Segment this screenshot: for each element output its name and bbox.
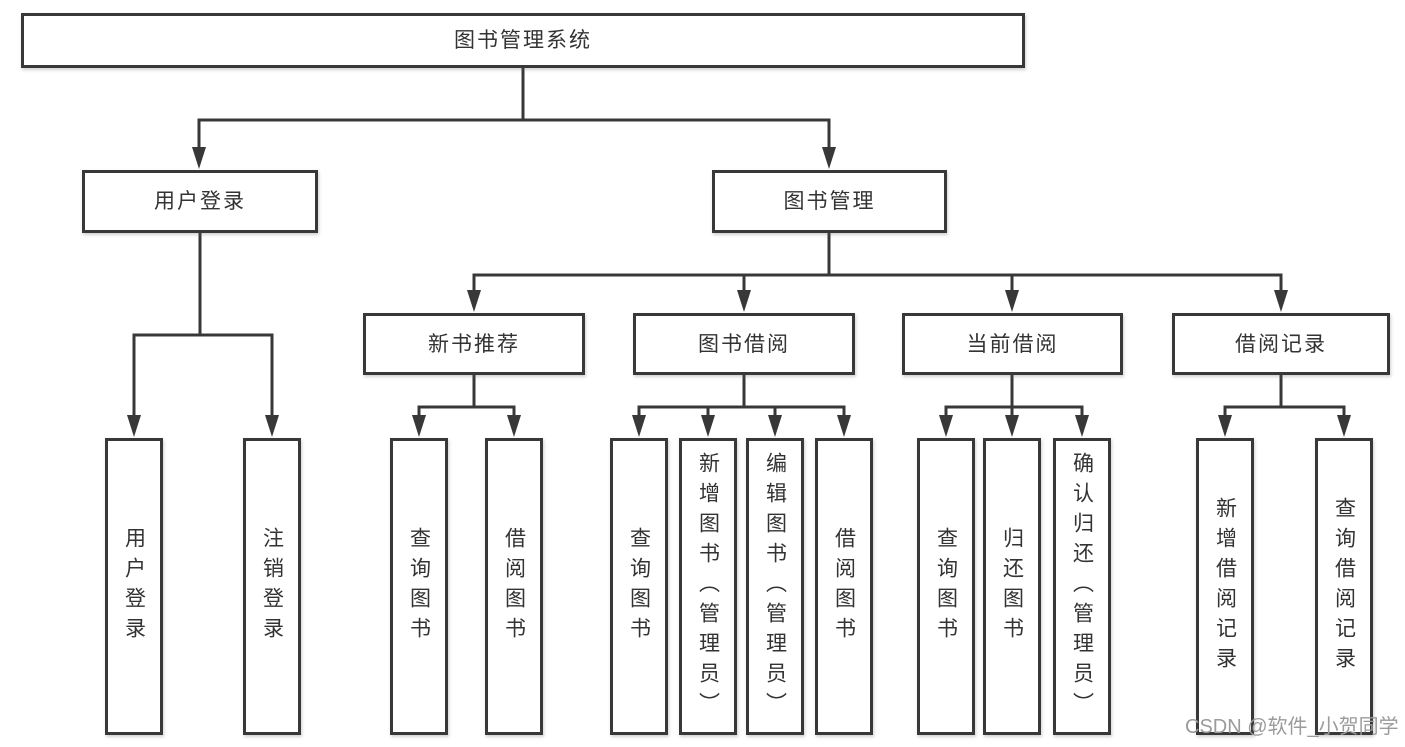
leaf-user-login: 用户登录 [105, 438, 163, 735]
node-borrow-records: 借阅记录 [1172, 313, 1390, 375]
leaf-add-borrow-record: 新增借阅记录 [1196, 438, 1254, 735]
connector-book-mgmt-to-level3 [467, 231, 1288, 312]
leaf-borrow-books: 借阅图书 [815, 438, 873, 735]
node-current-borrow: 当前借阅 [902, 313, 1123, 375]
connector-new-book-children [412, 373, 521, 437]
node-new-book-recommend: 新书推荐 [363, 313, 585, 375]
node-user-login: 用户登录 [82, 170, 318, 233]
leaf-borrow-books-recommend: 借阅图书 [485, 438, 543, 735]
leaf-logout: 注销登录 [243, 438, 301, 735]
leaf-query-books-current: 查询图书 [917, 438, 975, 735]
node-book-management: 图书管理 [712, 170, 947, 233]
connector-user-login-children [127, 231, 279, 437]
connector-root-to-level2 [192, 66, 836, 169]
node-book-borrow: 图书借阅 [633, 313, 855, 375]
connector-book-borrow-children [632, 373, 851, 437]
connector-borrow-records-children [1218, 373, 1351, 437]
leaf-confirm-return-admin: 确认归还（管理员） [1053, 438, 1111, 735]
leaf-query-books-borrow: 查询图书 [610, 438, 668, 735]
leaf-query-books-recommend: 查询图书 [390, 438, 448, 735]
csdn-watermark: CSDN @软件_小贺同学 [1185, 716, 1399, 738]
leaf-add-books-admin: 新增图书（管理员） [679, 438, 737, 735]
connector-current-borrow-children [939, 373, 1089, 437]
node-root-system: 图书管理系统 [21, 13, 1025, 68]
leaf-query-borrow-record: 查询借阅记录 [1315, 438, 1373, 735]
leaf-return-books: 归还图书 [983, 438, 1041, 735]
leaf-edit-books-admin: 编辑图书（管理员） [746, 438, 804, 735]
